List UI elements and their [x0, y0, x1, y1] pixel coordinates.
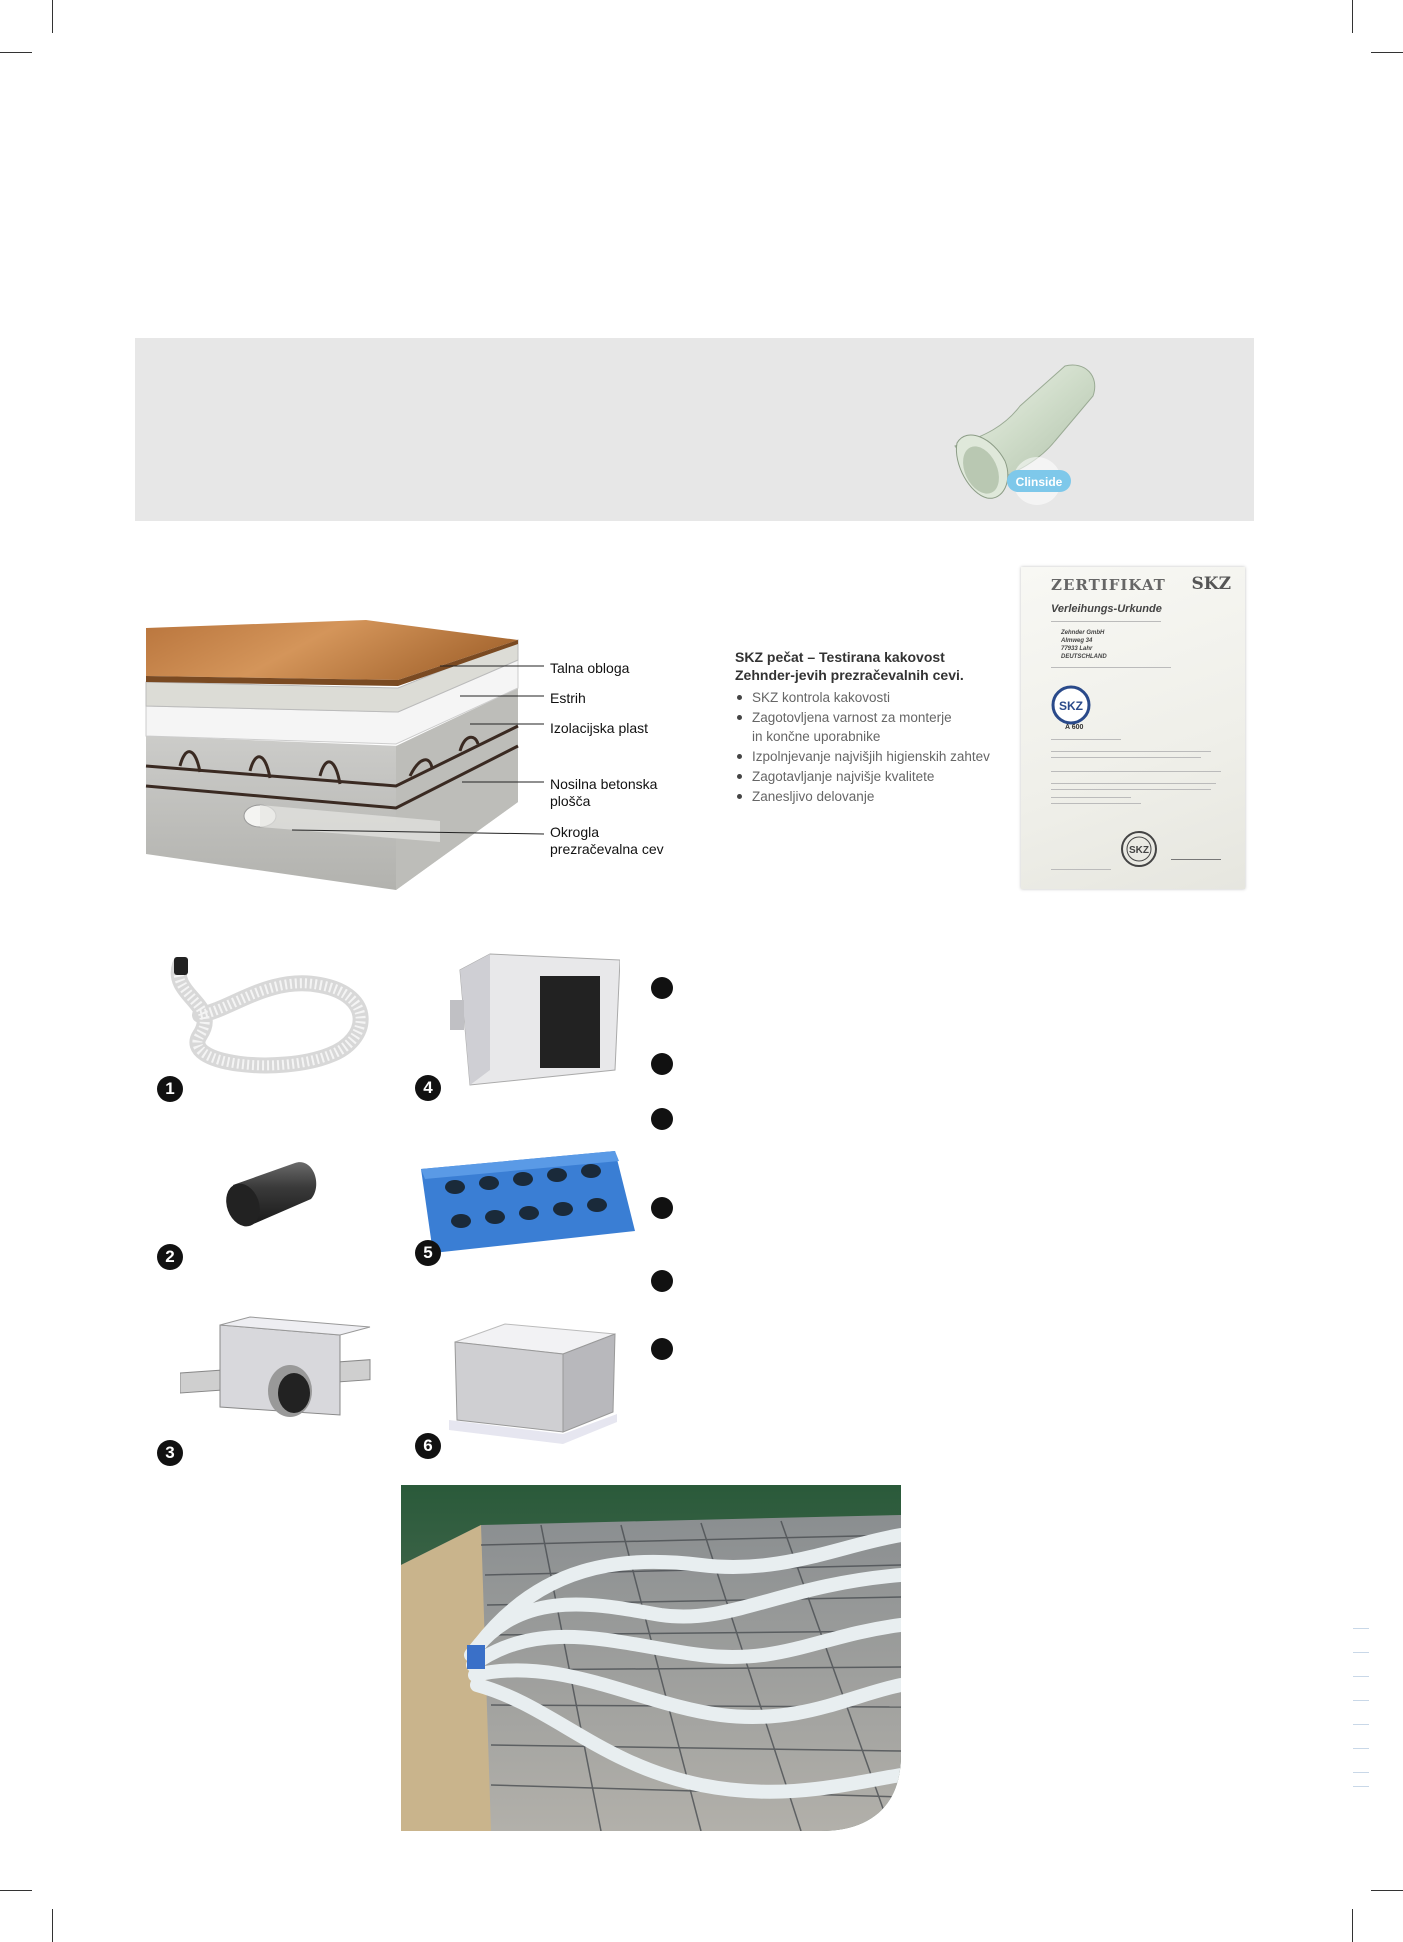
floor-cross-section: [145, 620, 545, 890]
flexible-duct-image: [170, 957, 369, 1074]
bullet-dot: [651, 1197, 673, 1219]
leader-lines: [291, 665, 545, 835]
bullet-dot: [651, 1338, 673, 1360]
screed-layer: [145, 639, 519, 713]
pipe-bend-illustration: Clinside: [954, 364, 1096, 505]
product-badge-1: 1: [157, 1076, 183, 1102]
product-badge-2: 2: [157, 1244, 183, 1270]
bullet-dot: [651, 1270, 673, 1292]
certificate-address: Zehnder GmbH Almweg 34 77933 Lahr DEUTSC…: [1061, 630, 1107, 660]
list-item: Izpolnjevanje najvišjih higienskih zahte…: [735, 747, 990, 766]
crop-mark-bottom-right-h: [1371, 1890, 1403, 1891]
distribution-box-small-image: [180, 1316, 371, 1417]
clinside-badge: [1007, 470, 1071, 492]
crop-mark-top-left-h: [0, 52, 32, 53]
product-badge-3: 3: [157, 1440, 183, 1466]
decorative-tick: [1353, 1676, 1369, 1677]
certificate-subtitle: Verleihungs-Urkunde: [1051, 603, 1162, 615]
clinside-label: Clinside: [1016, 475, 1063, 489]
skz-certificate: ZERTIFIKAT SKZ Verleihungs-Urkunde Zehnd…: [1021, 567, 1245, 889]
skz-seal-icon: SKZ: [1051, 685, 1091, 725]
rebar: [145, 724, 519, 810]
certificate-stamp-icon: SKZ: [1121, 831, 1157, 867]
product-badge-6: 6: [415, 1433, 441, 1459]
list-item: Zagotovljena varnost za monterje in konč…: [735, 708, 990, 746]
decorative-tick: [1353, 1786, 1369, 1787]
crop-mark-top-right-v: [1352, 0, 1353, 33]
decorative-tick: [1353, 1700, 1369, 1701]
skz-heading-line-2: Zehnder-jevih prezračevalnih cevi.: [735, 667, 964, 683]
svg-text:SKZ: SKZ: [1059, 699, 1083, 713]
decorative-tick: [1353, 1628, 1369, 1629]
bullet-dot: [651, 1108, 673, 1130]
skz-benefits-list: SKZ kontrola kakovosti Zagotovljena varn…: [735, 688, 990, 807]
product-badge-5: 5: [415, 1240, 441, 1266]
decorative-tick: [1353, 1748, 1369, 1749]
layer-label-flooring: Talna obloga: [550, 660, 630, 676]
product-badge-4: 4: [415, 1075, 441, 1101]
list-item: SKZ kontrola kakovosti: [735, 688, 990, 707]
bullet-dot: [651, 977, 673, 999]
svg-text:SKZ: SKZ: [1129, 845, 1149, 856]
certificate-number: A 600: [1065, 724, 1084, 731]
connector-sleeve-image: [226, 1162, 317, 1227]
distribution-box-large-image: [449, 1323, 617, 1444]
crop-mark-bottom-left-v: [52, 1909, 53, 1942]
layer-label-slab: Nosilna betonska plošča: [550, 776, 658, 809]
certificate-title: ZERTIFIKAT: [1051, 576, 1166, 594]
skz-heading-line-1: SKZ pečat – Testirana kakovost: [735, 649, 945, 665]
skz-heading: SKZ pečat – Testirana kakovost Zehnder-j…: [735, 648, 964, 684]
crop-mark-top-right-h: [1371, 52, 1403, 53]
crop-mark-bottom-right-v: [1352, 1909, 1353, 1942]
air-outlet-panel-image: [421, 1151, 635, 1253]
bullet-dot: [651, 1053, 673, 1075]
list-item: Zanesljivo delovanje: [735, 787, 990, 806]
list-item: Zagotavljanje najvišje kvalitete: [735, 767, 990, 786]
layer-label-screed: Estrih: [550, 690, 586, 706]
layer-label-pipe: Okrogla prezračevalna cev: [550, 824, 664, 857]
decorative-tick: [1353, 1772, 1369, 1773]
layer-label-insulation: Izolacijska plast: [550, 720, 649, 736]
crop-mark-bottom-left-h: [0, 1890, 32, 1891]
header-banner: Clinside: [135, 338, 1254, 521]
construction-site-photo: [401, 1485, 901, 1831]
decorative-tick: [1353, 1724, 1369, 1725]
ventilation-ducts: [464, 1528, 901, 1799]
certificate-logo: SKZ: [1191, 574, 1231, 594]
flooring-layer: [146, 620, 518, 680]
decorative-tick: [1353, 1652, 1369, 1653]
crop-mark-top-left-v: [52, 0, 53, 33]
ventilation-unit-image: [450, 953, 620, 1086]
